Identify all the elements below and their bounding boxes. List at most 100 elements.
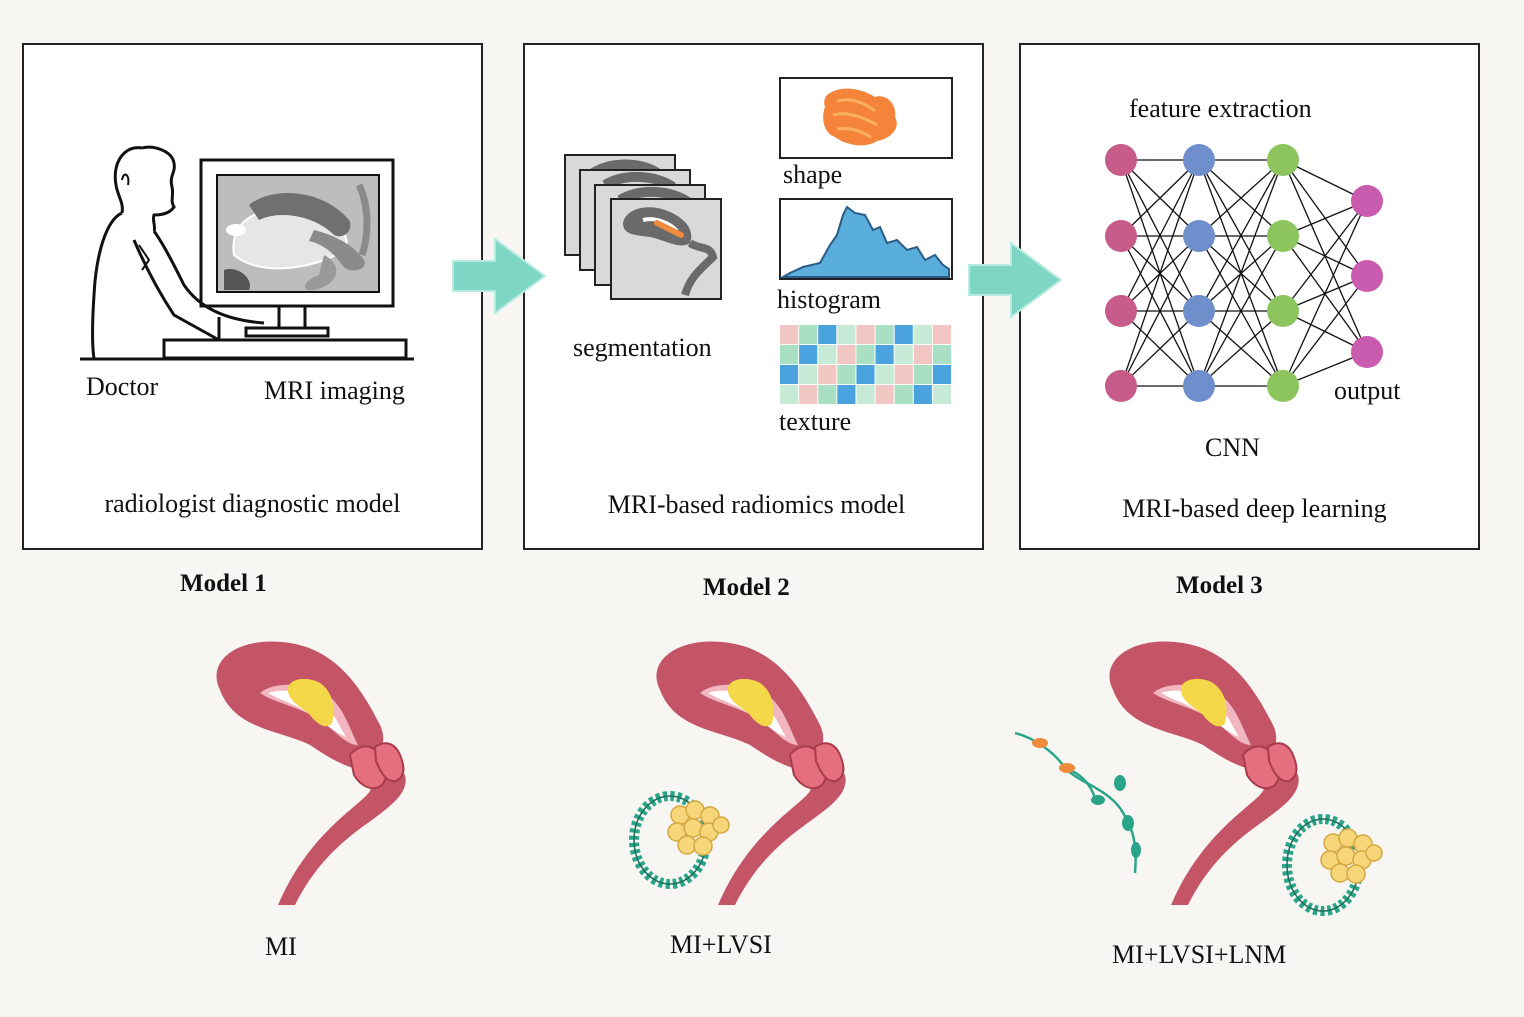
histogram-label: histogram bbox=[777, 285, 881, 314]
texture-cell bbox=[837, 345, 856, 364]
panel-2-caption: MRI-based radiomics model bbox=[607, 490, 906, 519]
network-node bbox=[1267, 144, 1299, 176]
tumor-mass bbox=[1180, 678, 1227, 727]
network-edge bbox=[1120, 159, 1200, 387]
output-label: output bbox=[1334, 376, 1401, 405]
network-node bbox=[1183, 220, 1215, 252]
panel-model-2: segmentation shape histogram texture MRI… bbox=[523, 43, 984, 550]
cnn-label: CNN bbox=[1205, 433, 1260, 462]
tumor-cluster-icon bbox=[667, 800, 730, 856]
texture-grid bbox=[780, 325, 951, 404]
texture-cell bbox=[818, 325, 837, 344]
arrow-right-icon bbox=[452, 237, 547, 315]
network-node bbox=[1351, 260, 1383, 292]
texture-cell bbox=[856, 385, 875, 404]
tumor-cluster-icon bbox=[1320, 828, 1383, 884]
network-edge bbox=[1120, 235, 1200, 387]
texture-cell bbox=[913, 325, 932, 344]
network-edge bbox=[1198, 159, 1284, 387]
uterus-icon bbox=[1109, 641, 1299, 905]
texture-cell bbox=[932, 365, 951, 384]
texture-cell bbox=[856, 345, 875, 364]
texture-cell bbox=[875, 325, 894, 344]
neural-network-diagram bbox=[1105, 144, 1383, 402]
texture-cell bbox=[818, 345, 837, 364]
tumor-mass bbox=[727, 678, 774, 727]
outcome-mi-lvsi-lnm-label: MI+LVSI+LNM bbox=[1112, 940, 1287, 969]
network-node bbox=[1105, 295, 1137, 327]
cervix-right bbox=[813, 742, 845, 783]
segmentation-label: segmentation bbox=[573, 333, 712, 362]
network-edge bbox=[1282, 275, 1368, 387]
texture-cell bbox=[780, 365, 799, 384]
network-edge bbox=[1120, 310, 1200, 387]
network-node bbox=[1351, 185, 1383, 217]
texture-cell bbox=[875, 365, 894, 384]
network-node bbox=[1267, 370, 1299, 402]
network-edge bbox=[1120, 159, 1200, 312]
outcome-mi-lvsi-label: MI+LVSI bbox=[670, 930, 772, 959]
texture-cell bbox=[856, 325, 875, 344]
panel-3-caption: MRI-based deep learning bbox=[1122, 494, 1387, 523]
texture-cell bbox=[799, 385, 818, 404]
outcome-mi-label: MI bbox=[265, 932, 297, 961]
network-node bbox=[1105, 220, 1137, 252]
texture-cell bbox=[894, 385, 913, 404]
network-edge bbox=[1198, 159, 1284, 237]
panel-model-3: feature extraction output CNN MRI-based … bbox=[1019, 43, 1480, 550]
vagina-shape bbox=[718, 755, 846, 905]
vagina-shape bbox=[1171, 755, 1299, 905]
network-edge bbox=[1120, 159, 1200, 237]
texture-cell bbox=[932, 385, 951, 404]
uterus-icon bbox=[656, 641, 846, 905]
texture-cell bbox=[894, 365, 913, 384]
network-node bbox=[1105, 370, 1137, 402]
model-2-label: Model 2 bbox=[703, 574, 790, 601]
feature-extraction-label: feature extraction bbox=[1129, 94, 1312, 123]
texture-cell bbox=[799, 325, 818, 344]
texture-cell bbox=[913, 385, 932, 404]
texture-cell bbox=[894, 345, 913, 364]
texture-cell bbox=[932, 325, 951, 344]
texture-cell bbox=[780, 345, 799, 364]
texture-cell bbox=[875, 345, 894, 364]
network-node bbox=[1183, 295, 1215, 327]
arrow-right-icon bbox=[968, 241, 1063, 319]
texture-cell bbox=[837, 385, 856, 404]
lymph-chain-icon bbox=[1014, 731, 1141, 874]
texture-cell bbox=[818, 365, 837, 384]
tumor-mass bbox=[287, 678, 334, 727]
network-edge bbox=[1198, 310, 1284, 387]
texture-cell bbox=[780, 385, 799, 404]
network-edge bbox=[1198, 235, 1284, 387]
texture-cell bbox=[818, 385, 837, 404]
texture-cell bbox=[913, 345, 932, 364]
texture-cell bbox=[932, 345, 951, 364]
texture-cell bbox=[856, 365, 875, 384]
network-edge bbox=[1282, 200, 1368, 387]
mri-slice-icon bbox=[564, 77, 953, 404]
texture-cell bbox=[894, 325, 913, 344]
network-node bbox=[1183, 370, 1215, 402]
shape-label: shape bbox=[783, 160, 843, 189]
network-edge bbox=[1198, 159, 1284, 312]
model-1-label: Model 1 bbox=[180, 570, 267, 597]
network-node bbox=[1105, 144, 1137, 176]
network-edge bbox=[1282, 200, 1368, 312]
network-edges bbox=[1120, 159, 1368, 387]
mri-imaging-label: MRI imaging bbox=[264, 376, 405, 405]
network-node bbox=[1183, 144, 1215, 176]
doctor-label: Doctor bbox=[86, 372, 159, 401]
doctor-at-computer-icon bbox=[80, 145, 414, 361]
vagina-shape bbox=[278, 755, 406, 905]
texture-cell bbox=[799, 365, 818, 384]
model-3-label: Model 3 bbox=[1176, 572, 1263, 599]
network-node bbox=[1267, 220, 1299, 252]
network-node bbox=[1351, 336, 1383, 368]
texture-cell bbox=[837, 365, 856, 384]
uterus-icon bbox=[216, 641, 406, 905]
texture-cell bbox=[837, 325, 856, 344]
network-node bbox=[1267, 295, 1299, 327]
texture-cell bbox=[780, 325, 799, 344]
texture-cell bbox=[913, 365, 932, 384]
